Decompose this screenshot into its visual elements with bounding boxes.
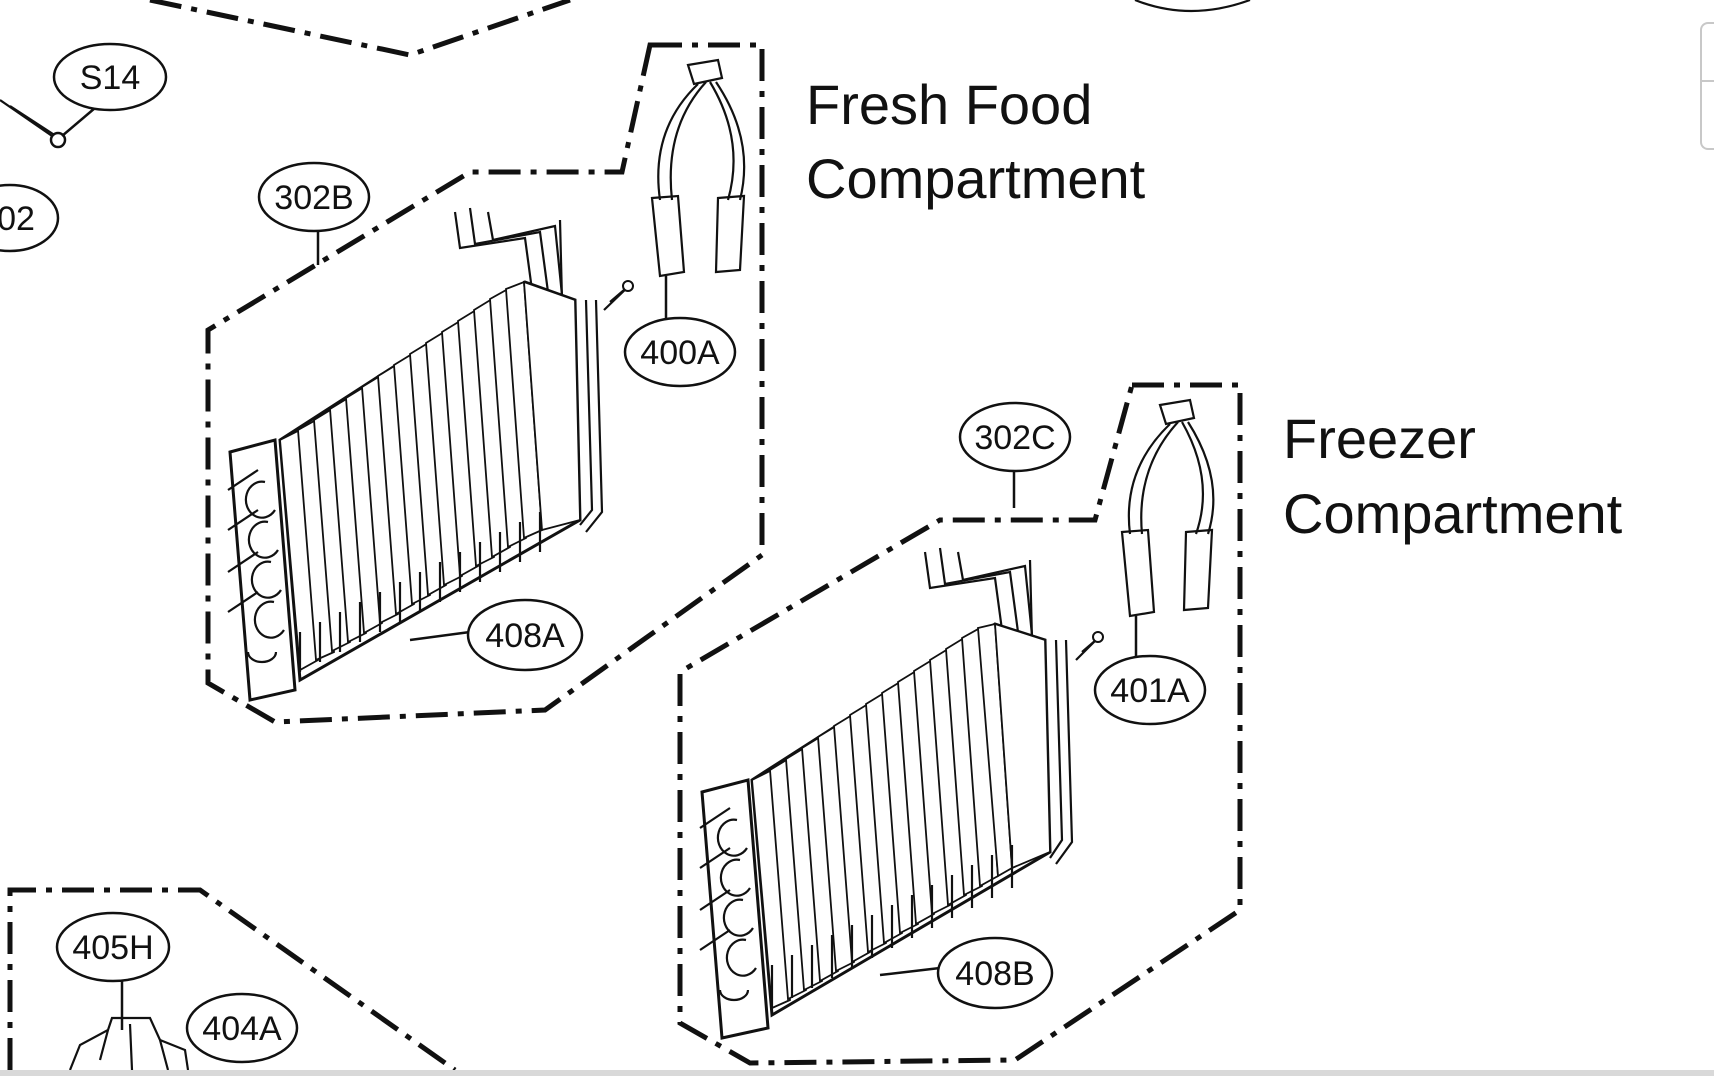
freezer-evaporator bbox=[699, 547, 1074, 1040]
top-right-partial-bubble bbox=[1134, 0, 1251, 13]
callout-bubble-02 bbox=[0, 183, 60, 253]
callout-bubble-404a bbox=[185, 992, 299, 1064]
callout-408a: 408A bbox=[485, 617, 565, 655]
callout-02: 02 bbox=[0, 200, 35, 238]
callout-bubble-400a bbox=[623, 316, 737, 388]
fresh-food-label-line1: Fresh Food bbox=[806, 73, 1092, 136]
fresh-food-sensor-harness bbox=[603, 58, 746, 311]
callout-bubble-401a bbox=[1093, 654, 1207, 726]
fresh-food-label-line2: Compartment bbox=[806, 147, 1146, 210]
freezer-label-line2: Compartment bbox=[1283, 482, 1623, 545]
bottom-left-part-405h bbox=[68, 1016, 190, 1071]
screw-s14 bbox=[0, 99, 96, 149]
fresh-food-group-outline bbox=[205, 42, 765, 725]
callout-302b: 302B bbox=[274, 179, 353, 217]
callout-bubble-405h bbox=[55, 911, 171, 983]
bottom-left-group-outline bbox=[7, 887, 457, 1073]
callout-bubble-408a bbox=[466, 598, 584, 672]
callout-400a: 400A bbox=[640, 334, 720, 372]
freezer-sensor-harness bbox=[1075, 398, 1215, 661]
callout-302c: 302C bbox=[974, 419, 1055, 457]
leader-408b bbox=[879, 966, 941, 977]
callout-405h: 405H bbox=[72, 929, 153, 967]
top-assembly-outline bbox=[149, 0, 571, 58]
callout-bubble-302c bbox=[958, 401, 1072, 473]
freezer-fins bbox=[751, 622, 1051, 1010]
freezer-label-line1: Freezer bbox=[1283, 407, 1476, 470]
freezer-lower-fins bbox=[770, 845, 1014, 1008]
callout-bubble-408b bbox=[936, 936, 1054, 1010]
bottom-border bbox=[0, 1070, 1714, 1076]
side-panel-toggle[interactable] bbox=[1700, 22, 1714, 150]
freezer-group-outline bbox=[677, 382, 1243, 1066]
callout-401a: 401A bbox=[1110, 672, 1190, 710]
callout-s14: S14 bbox=[80, 59, 141, 97]
fresh-food-lower-fins bbox=[298, 512, 542, 672]
fresh-food-fins bbox=[279, 280, 581, 672]
callout-404a: 404A bbox=[202, 1010, 282, 1048]
callout-bubble-302b bbox=[257, 161, 371, 233]
callout-408b: 408B bbox=[955, 955, 1034, 993]
fresh-food-evaporator bbox=[227, 207, 604, 702]
side-panel-divider bbox=[1702, 80, 1714, 82]
callout-bubble-s14 bbox=[52, 42, 168, 112]
leader-408a bbox=[409, 630, 471, 642]
